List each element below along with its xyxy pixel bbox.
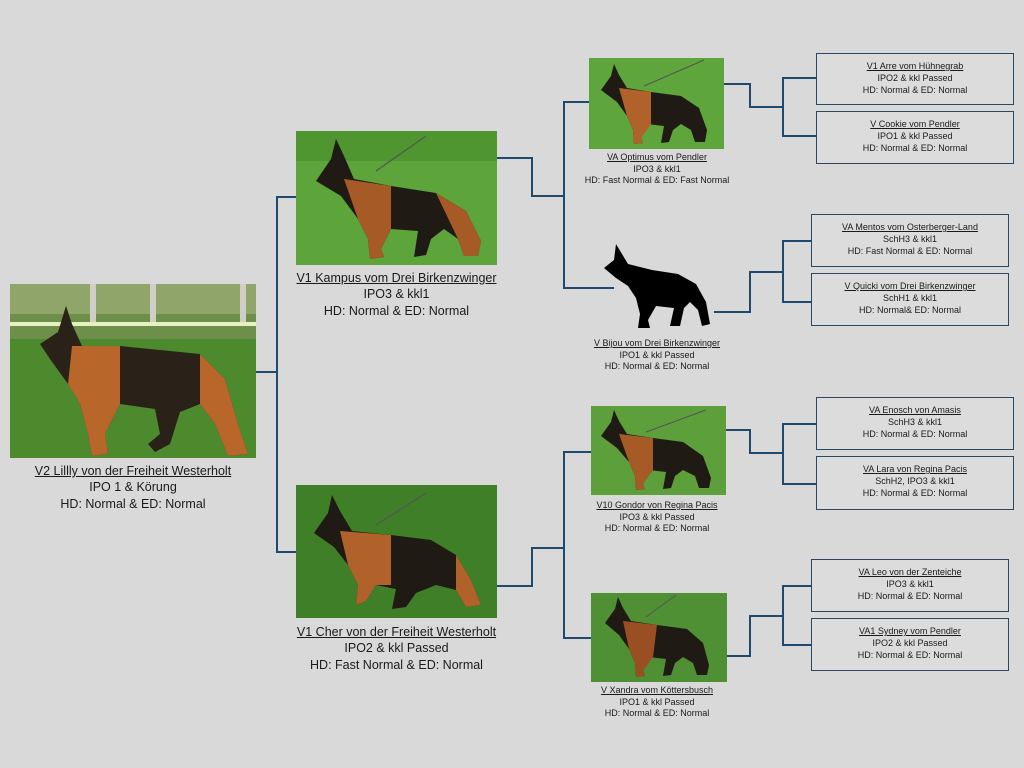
ggp-titles: SchH2, IPO3 & kkl1 xyxy=(875,476,955,487)
ggp-box-enosch: VA Enosch von Amasis SchH3 & kkl1 HD: No… xyxy=(816,397,1014,450)
ggp-health: HD: Normal & ED: Normal xyxy=(862,143,968,154)
ggp-name[interactable]: V Quicki vom Drei Birkenzwinger xyxy=(844,281,976,291)
sire-dog-photo xyxy=(296,131,497,265)
dam-dam-dog-photo xyxy=(591,593,727,682)
ggp-box-leo: VA Leo von der Zenteiche IPO3 & kkl1 HD:… xyxy=(811,559,1009,612)
dam-sire-dog-photo xyxy=(591,406,726,495)
ggp-titles: IPO2 & kkl Passed xyxy=(877,73,953,84)
sire-name[interactable]: V1 Kampus vom Drei Birkenzwinger xyxy=(296,271,497,285)
ggp-name[interactable]: VA Mentos vom Osterberger-Land xyxy=(842,222,978,232)
root-dog-photo xyxy=(10,284,256,458)
dam-name[interactable]: V1 Cher von der Freiheit Westerholt xyxy=(296,625,497,639)
sire-dam-caption: V Bijou vom Drei Birkenzwinger IPO1 & kk… xyxy=(566,338,748,373)
sire-health: HD: Normal & ED: Normal xyxy=(323,303,470,318)
ggp-titles: SchH3 & kkl1 xyxy=(882,234,938,245)
sire-sire-dog-photo xyxy=(589,58,724,149)
ggp-titles: IPO2 & kkl Passed xyxy=(872,638,948,649)
ggp-box-mentos: VA Mentos vom Osterberger-Land SchH3 & k… xyxy=(811,214,1009,267)
ggp-name[interactable]: VA Lara von Regina Pacis xyxy=(863,464,967,474)
ggp-health: HD: Normal & ED: Normal xyxy=(857,591,963,602)
sire-sire-titles: IPO3 & kkl1 xyxy=(633,163,681,174)
dam-dam-titles: IPO1 & kkl Passed xyxy=(619,696,695,707)
sire-sire-name[interactable]: VA Optimus vom Pendler xyxy=(607,152,707,162)
root-titles: IPO 1 & Körung xyxy=(89,480,177,495)
dam-sire-caption: V10 Gondor von Regina Pacis IPO3 & kkl P… xyxy=(566,500,748,535)
ggp-health: HD: Fast Normal & ED: Normal xyxy=(847,246,973,257)
ggp-name[interactable]: VA1 Sydney vom Pendler xyxy=(859,626,961,636)
dam-dam-caption: V Xandra vom Köttersbusch IPO1 & kkl Pas… xyxy=(566,685,748,720)
root-caption: V2 Lillly von der Freiheit Westerholt IP… xyxy=(0,463,266,512)
dam-titles: IPO2 & kkl Passed xyxy=(344,641,449,656)
ggp-box-lara: VA Lara von Regina Pacis SchH2, IPO3 & k… xyxy=(816,456,1014,510)
ggp-name[interactable]: V Cookie vom Pendler xyxy=(870,119,960,129)
ggp-health: HD: Normal & ED: Normal xyxy=(862,488,968,499)
ggp-health: HD: Normal & ED: Normal xyxy=(862,429,968,440)
sire-sire-caption: VA Optimus vom Pendler IPO3 & kkl1 HD: F… xyxy=(566,152,748,187)
ggp-name[interactable]: V1 Arre vom Hühnegrab xyxy=(866,61,964,71)
root-name[interactable]: V2 Lillly von der Freiheit Westerholt xyxy=(34,464,232,478)
ggp-box-arre: V1 Arre vom Hühnegrab IPO2 & kkl Passed … xyxy=(816,53,1014,105)
ggp-health: HD: Normal& ED: Normal xyxy=(858,305,961,316)
sire-titles: IPO3 & kkl1 xyxy=(363,287,430,302)
dam-dog-photo xyxy=(296,485,497,618)
sire-dam-health: HD: Normal & ED: Normal xyxy=(604,361,710,372)
dog-silhouette-icon xyxy=(600,240,712,330)
ggp-box-cookie: V Cookie vom Pendler IPO1 & kkl Passed H… xyxy=(816,111,1014,164)
dam-sire-titles: IPO3 & kkl Passed xyxy=(619,511,695,522)
sire-sire-health: HD: Fast Normal & ED: Fast Normal xyxy=(584,175,730,186)
sire-dam-titles: IPO1 & kkl Passed xyxy=(619,349,695,360)
dam-caption: V1 Cher von der Freiheit Westerholt IPO2… xyxy=(266,624,527,673)
dam-health: HD: Fast Normal & ED: Normal xyxy=(310,657,483,672)
ggp-box-quicki: V Quicki vom Drei Birkenzwinger SchH1 & … xyxy=(811,273,1009,326)
root-health: HD: Normal & ED: Normal xyxy=(60,496,206,511)
dam-dam-health: HD: Normal & ED: Normal xyxy=(604,708,710,719)
ggp-name[interactable]: VA Leo von der Zenteiche xyxy=(858,567,962,577)
ggp-box-sydney: VA1 Sydney vom Pendler IPO2 & kkl Passed… xyxy=(811,618,1009,671)
dam-sire-name[interactable]: V10 Gondor von Regina Pacis xyxy=(596,500,718,510)
ggp-titles: SchH3 & kkl1 xyxy=(887,417,943,428)
ggp-titles: IPO3 & kkl1 xyxy=(886,579,934,590)
dam-sire-health: HD: Normal & ED: Normal xyxy=(604,523,710,534)
ggp-titles: IPO1 & kkl Passed xyxy=(877,131,953,142)
dam-dam-name[interactable]: V Xandra vom Köttersbusch xyxy=(600,685,714,695)
ggp-name[interactable]: VA Enosch von Amasis xyxy=(869,405,961,415)
ggp-health: HD: Normal & ED: Normal xyxy=(857,650,963,661)
ggp-health: HD: Normal & ED: Normal xyxy=(862,85,968,96)
ggp-titles: SchH1 & kkl1 xyxy=(882,293,938,304)
sire-caption: V1 Kampus vom Drei Birkenzwinger IPO3 & … xyxy=(276,270,517,319)
sire-dam-name[interactable]: V Bijou vom Drei Birkenzwinger xyxy=(593,338,721,348)
